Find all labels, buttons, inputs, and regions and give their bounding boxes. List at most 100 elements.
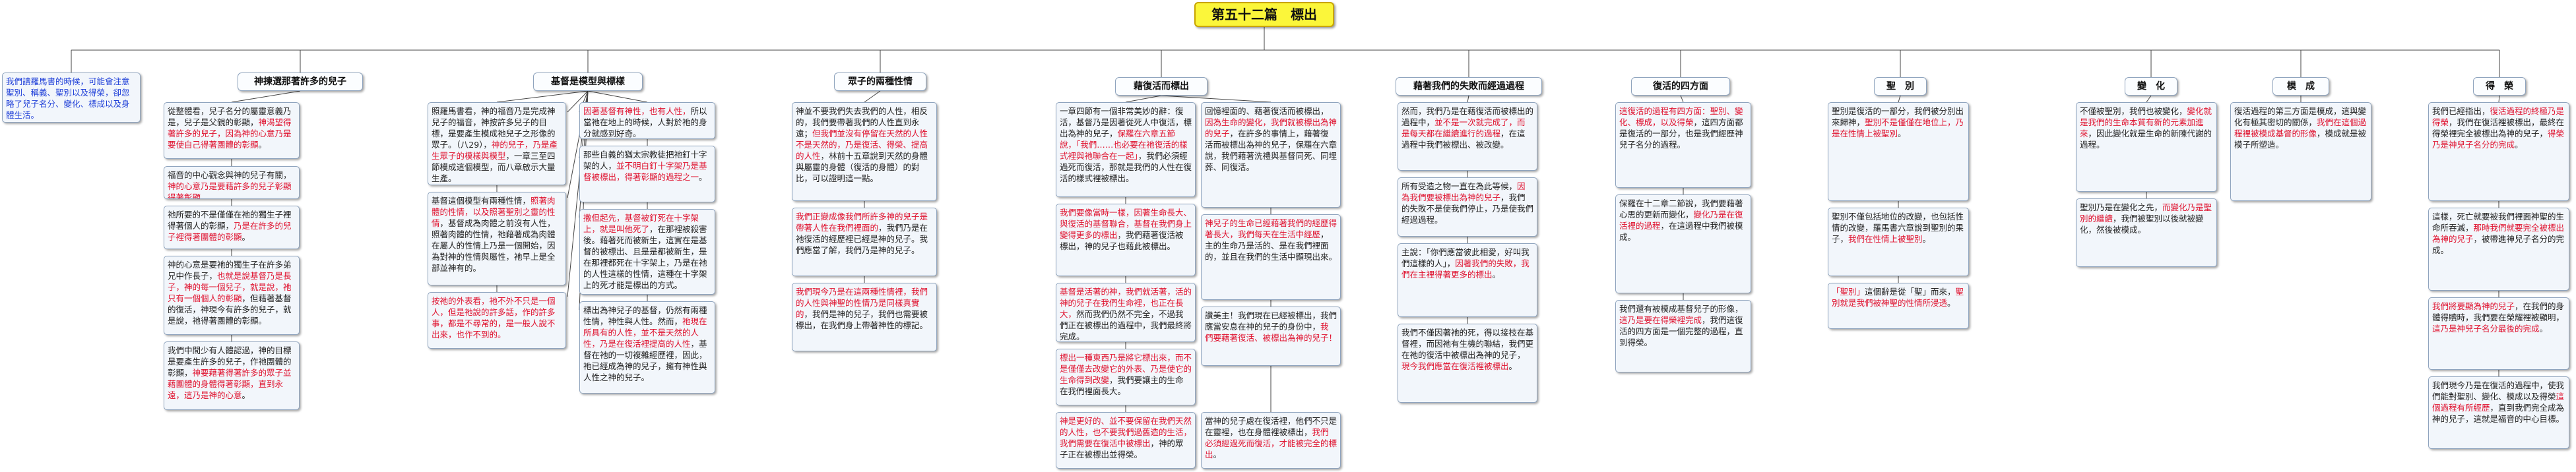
note-n2a[interactable]: 照羅馬書看，神的福音乃是完成神兒子的福音，神按許多兒子的目標，是要產生模成祂兒子…: [428, 102, 566, 185]
connector-line: [231, 90, 301, 103]
note-text-run: ，在許多的事情上，藉著復活而被標出為神的兒子，保羅在六章說，我們藉著洗禮與基督同…: [1205, 129, 1337, 172]
note-text-run: 聖別乃是在變化之先，: [2080, 202, 2163, 212]
note-text-run: 我們現今乃是在復活的過程中，使我們能對聖別、變化、模成以及得榮: [2432, 380, 2565, 401]
note-n0[interactable]: 我們讀羅馬書的時候，可能會注意聖別、稱義、聖別以及得榮，卻忽略了兒子名分、變化、…: [2, 73, 141, 123]
note-text-run: 變化就是我們的生命本質有新的元素加進來: [2080, 106, 2212, 138]
note-n7b[interactable]: 保羅在十二章二節說，我們要藉著心思的更新而變化，變化乃是在復活裡的過程，在這過程…: [1615, 194, 1751, 293]
note-n5c[interactable]: 讚美主！我們現在已經被標出，我們應當安息在神的兒子的身份中，我們要藉著復活、被標…: [1201, 307, 1341, 366]
note-text-run: 復活過程的第三方面是模成，這與變化有極其密切的關係，: [2234, 106, 2367, 127]
note-text-run: 並不是一次就完成了，而是每天都在繼續進行的過程: [1401, 117, 1526, 138]
note-text-run: ，我們被聖別以後就被變化，然後被模成。: [2080, 214, 2204, 235]
topic-header-christ-model[interactable]: 基督是模型與標樣: [533, 73, 643, 91]
note-text-run: 。: [699, 172, 707, 182]
note-text-run: 然而，我們乃是在藉復活而被標出的過程中，: [1401, 106, 1534, 127]
note-n2g[interactable]: 標出為神兒子的基督，仍然有兩種性情，神性與人性。然而，祂現在所具有的人性，並不是…: [579, 301, 715, 394]
topic-header-conformation[interactable]: 模 成: [2272, 77, 2329, 96]
note-n6d[interactable]: 我們不僅因著祂的死，得以接枝在基督裡，而因祂有生機的聯結，我們更在祂的復活中被標…: [1398, 324, 1537, 403]
topic-header-two-natures[interactable]: 眾子的兩種性情: [834, 73, 926, 91]
note-text-run: 這復活的過程有四方面：聖別、變化、標成，以及得榮: [1619, 106, 1743, 127]
note-n8a[interactable]: 聖別是復活的一部分，我們被分別出來歸神，聖別不是僅僅在地位上，乃是在性情上被聖別…: [1828, 102, 1969, 201]
note-n3b[interactable]: 我們正變成像我們所許多神的兒子是帶著人性在我們裡面的，我們乃是在祂復活的經歷裡已…: [792, 208, 937, 276]
note-n2b[interactable]: 基督這個模型有兩種性情，照著肉體的性情，以及照著聖別之靈的性情，基督成為肉體之前…: [428, 192, 566, 285]
note-n6b[interactable]: 所有受造之物一直在為此等候，因為我們要被標出為神的兒子，我們的失敗不是使我們停止…: [1398, 177, 1537, 237]
note-text-run: 神是更好的、並不要保留在我們天然的人性，也不要我們過舊造的生活，我們需要在復活中…: [1060, 416, 1192, 448]
note-text-run: ，我們藉著復活被標出，神的兒子也藉此被標出。: [1060, 230, 1184, 251]
note-text-run: 聖別就是我們被神聖的性情所浸透: [1832, 287, 1964, 308]
note-text-run: 所有受造之物一直在為此等候，: [1401, 181, 1518, 191]
note-text-run: 這個辭是從「聖」而來，: [1865, 287, 1956, 297]
note-text-run: 。: [2515, 140, 2523, 150]
note-text-run: 復活過程的終極乃是得榮: [2432, 106, 2565, 127]
note-n10a[interactable]: 復活過程的第三方面是模成，這與變化有極其密切的關係，我們在這個過程裡被模成基督的…: [2230, 102, 2371, 201]
note-n4e[interactable]: 神是更好的、並不要保留在我們天然的人性，也不要我們過舊造的生活，我們需要在復活中…: [1056, 412, 1196, 469]
note-text-run: ，在這過程中我們被模成。: [1619, 221, 1743, 242]
note-text-run: 也就是說基督乃是長子，神的每一個兒子，就是說，祂只有一個個人的彰顯: [168, 271, 292, 303]
note-text-run: ，主的生命乃是活的、是在我們裡面的，並且在我們的生活中顯現出來。: [1205, 229, 1337, 262]
note-n1d[interactable]: 神的心意是要祂的獨生子在許多弟兄中作長子，也就是說基督乃是長子，神的每一個兒子，…: [164, 256, 300, 335]
topic-header-through-failures[interactable]: 藉著我們的失敗而經過過程: [1396, 77, 1542, 96]
note-n11b[interactable]: 這樣，死亡就要被我們裡面神聖的生命所吞滅，那時我們就要完全被標出為神的兒子，被帶…: [2428, 208, 2569, 291]
note-text-run: 並不明白釘十字架乃是基督被標出，得著彰顯的過程之一: [583, 161, 707, 182]
note-text-run: 基督這個模型有兩種性情，: [432, 196, 531, 206]
note-text-run: ，模成就是被模子所塑造。: [2234, 129, 2367, 150]
note-text-run: 我們已經指出，: [2432, 106, 2490, 116]
note-n2f[interactable]: 撒但起先，基督被釘死在十字架上，就是叫他死了，在那裡被殺害後。藉著死而被新生，這…: [579, 209, 715, 295]
note-n3c[interactable]: 我們現今乃是在這兩種性情裡，我們的人性與神聖的性情乃是同樣真實的，我們是神的兒子…: [792, 283, 937, 351]
note-text-run: 撒但起先，基督被釘死在十字架上，就是叫他死了: [583, 213, 699, 234]
note-text-run: 乃是在許多的兒子裡得著團體的彰顯: [168, 221, 292, 242]
note-text-run: 照著肉體的性情，以及照著聖別之靈的性情: [432, 196, 556, 228]
note-n1b[interactable]: 福音的中心觀念與神的兒子有關，神的心意乃是要藉許多的兒子彰顯得著彰顯。: [164, 166, 300, 199]
topic-header-transformation[interactable]: 變 化: [2125, 77, 2177, 96]
note-n5a[interactable]: 回憶裡面的、藉著復活而被標出，因為生命的變化，我們就被標出為神的兒子，在許多的事…: [1201, 102, 1341, 208]
note-text-run: 我們要像當時一樣，因著生命長大、與復活的基督聯合，基督在我們身上變得更多的標出: [1060, 208, 1192, 240]
note-n4a[interactable]: 一章四節有一個非常美妙的辭：復活，基督乃是因著從死人中復活，標出為神的兒子，保羅…: [1056, 102, 1196, 197]
note-n11d[interactable]: 我們現今乃是在復活的過程中，使我們能對聖別、變化、模成以及得榮這個過程有所經歷，…: [2428, 376, 2569, 449]
note-text-run: 一章四節有一個非常美妙的辭：復活，基督乃是因著從死人中復活，標出為神的兒子，: [1060, 106, 1192, 138]
note-n1e[interactable]: 我們中間少有人體認過，神的目標是要產生許多的兒子，作祂團體的彰顯，神要藉著得著許…: [164, 341, 300, 410]
note-n4b[interactable]: 我們要像當時一樣，因著生命長大、與復活的基督聯合，基督在我們身上變得更多的標出，…: [1056, 204, 1196, 276]
note-text-run: 神並不要我們失去我們的人性，相反的，我們要帶著我們的人性直到永遠；: [796, 106, 928, 138]
note-n3a[interactable]: 神並不要我們失去我們的人性，相反的，我們要帶著我們的人性直到永遠；但我們並沒有停…: [792, 102, 937, 201]
connector-line: [2146, 95, 2152, 103]
note-n6c[interactable]: 主說：「你們應當彼此相愛，好叫我們這樣的人」，因著我們的失敗，我們在主裡得著更多…: [1398, 243, 1537, 317]
note-text-run: ，我們這復活的四方面是一個完整的過程，直到得榮。: [1619, 315, 1743, 347]
note-n11a[interactable]: 我們已經指出，復活過程的終極乃是得榮，我們在復活裡被標出，最終在得榮裡完全被標出…: [2428, 102, 2569, 201]
note-n8c[interactable]: 「聖別」這個辭是從「聖」而來，聖別就是我們被神聖的性情所浸透。: [1828, 283, 1969, 329]
note-n4d[interactable]: 標出一種東西乃是將它標出來，而不是僅僅去改變它的外表、乃是使它的生命得到改變，我…: [1056, 349, 1196, 405]
note-n8b[interactable]: 聖別不僅包括地位的改變，也包括性情的改變，羅馬書六章說到聖別的果子，我們在性情上…: [1828, 208, 1969, 276]
note-n5b[interactable]: 神兒子的生命已經藉著我們的經歷得著長大，我們每天在生活中經歷，主的生命乃是活的、…: [1201, 214, 1341, 300]
topic-header-four-aspects[interactable]: 復活的四方面: [1631, 77, 1730, 96]
note-n7a[interactable]: 這復活的過程有四方面：聖別、變化、標成，以及得榮，這四方面都是復活的一部分，也是…: [1615, 102, 1751, 188]
note-n2c[interactable]: 按祂的外表看，祂不外不只是一個人，但是祂說的許多話，作的許多事，都是不尋常的，是…: [428, 292, 566, 349]
note-text-run: ，神的眾子正在被標出並得榮。: [1060, 438, 1184, 459]
note-n9a[interactable]: 不僅被聖別，我們也被變化，變化就是我們的生命本質有新的元素加進來，因此變化就是生…: [2076, 102, 2217, 192]
note-text-run: 我們正變成像我們所許多神的兒子是帶著人性在我們裡面的: [796, 212, 928, 233]
note-n1c[interactable]: 祂所要的不是僅僅在祂的獨生子裡得著個人的彰顯，乃是在許多的兒子裡得著團體的彰顯。: [164, 206, 300, 249]
topic-header-glorification[interactable]: 得 榮: [2473, 77, 2526, 96]
note-text-run: 。: [1508, 361, 1518, 371]
note-text-run: 保羅在六章五節說，「我們……也必要在祂復活的樣式裡與祂聯合在一起」: [1060, 129, 1188, 161]
topic-header-designated-by-resurrection[interactable]: 藉復活而標出: [1115, 77, 1208, 96]
topic-header-sanctification[interactable]: 聖 別: [1874, 77, 1927, 96]
topic-header-chosen-sons[interactable]: 神揀選那著許多的兒子: [238, 73, 363, 91]
note-n6a[interactable]: 然而，我們乃是在藉復活而被標出的過程中，並不是一次就完成了，而是每天都在繼續進行…: [1398, 102, 1537, 171]
note-n2d[interactable]: 因著基督有神性，也有人性，所以當祂在地上的時候，人對於祂的身分就感到好奇。: [579, 102, 715, 139]
note-n4f[interactable]: 當神的兒子處在復活裡，他們不只是在靈裡，也在身體裡被標出，我們必須經過死而復活，…: [1201, 412, 1341, 469]
note-n4c[interactable]: 基督是活著的神，我們就活著，活的神的兒子在我們生命裡，也正在長大，然而我們仍然不…: [1056, 283, 1196, 342]
note-n7c[interactable]: 我們還有被模成基督兒子的形像，這乃是要在得榮裡完成，我們這復活的四方面是一個完整…: [1615, 300, 1751, 372]
root-topic[interactable]: 第五十二篇 標出: [1194, 2, 1334, 27]
note-n11c[interactable]: 我們將要顯為神的兒子，在我們的身體得贖時，我們要在榮耀裡被顯明，這乃是神兒子名分…: [2428, 297, 2569, 370]
note-n1a[interactable]: 從整體看，兒子名分的屬靈意義乃是，兒子是父親的彰顯，神渴望得著許多的兒子，因為神…: [164, 102, 300, 159]
note-text-run: 我們還有被模成基督兒子的形像，: [1619, 304, 1743, 314]
note-text-run: ，直到我們完全成為神的兒子，這就是福音的中心目標。: [2432, 403, 2565, 424]
note-text-run: 祂所要的不是僅僅在祂的獨生子裡得著個人的彰顯，: [168, 210, 292, 231]
note-n9b[interactable]: 聖別乃是在變化之先，而變化乃是聖別的繼續，我們被聖別以後就被變化，然後被模成。: [2076, 198, 2217, 267]
note-text-run: 保羅在十二章二節說，我們要藉著心思的更新而變化，: [1619, 198, 1743, 220]
note-text-run: 。: [258, 140, 267, 150]
note-text-run: 基督是活著的神，我們就活著，活的神的兒子在我們生命裡，也正在長大，: [1060, 287, 1192, 319]
note-n2e[interactable]: 那些自義的猶太宗教徒把祂釘十字架的人，並不明白釘十字架乃是基督被標出，得著彰顯的…: [579, 146, 715, 202]
note-text-run: 變化乃是在復活裡的過程: [1619, 210, 1743, 231]
note-text-run: 那時我們就要完全被標出為神的兒子: [2432, 223, 2565, 244]
note-text-run: 但我們並沒有停留在天然的人性不是天然的，乃是復活、得榮、提高的人性: [796, 129, 928, 161]
